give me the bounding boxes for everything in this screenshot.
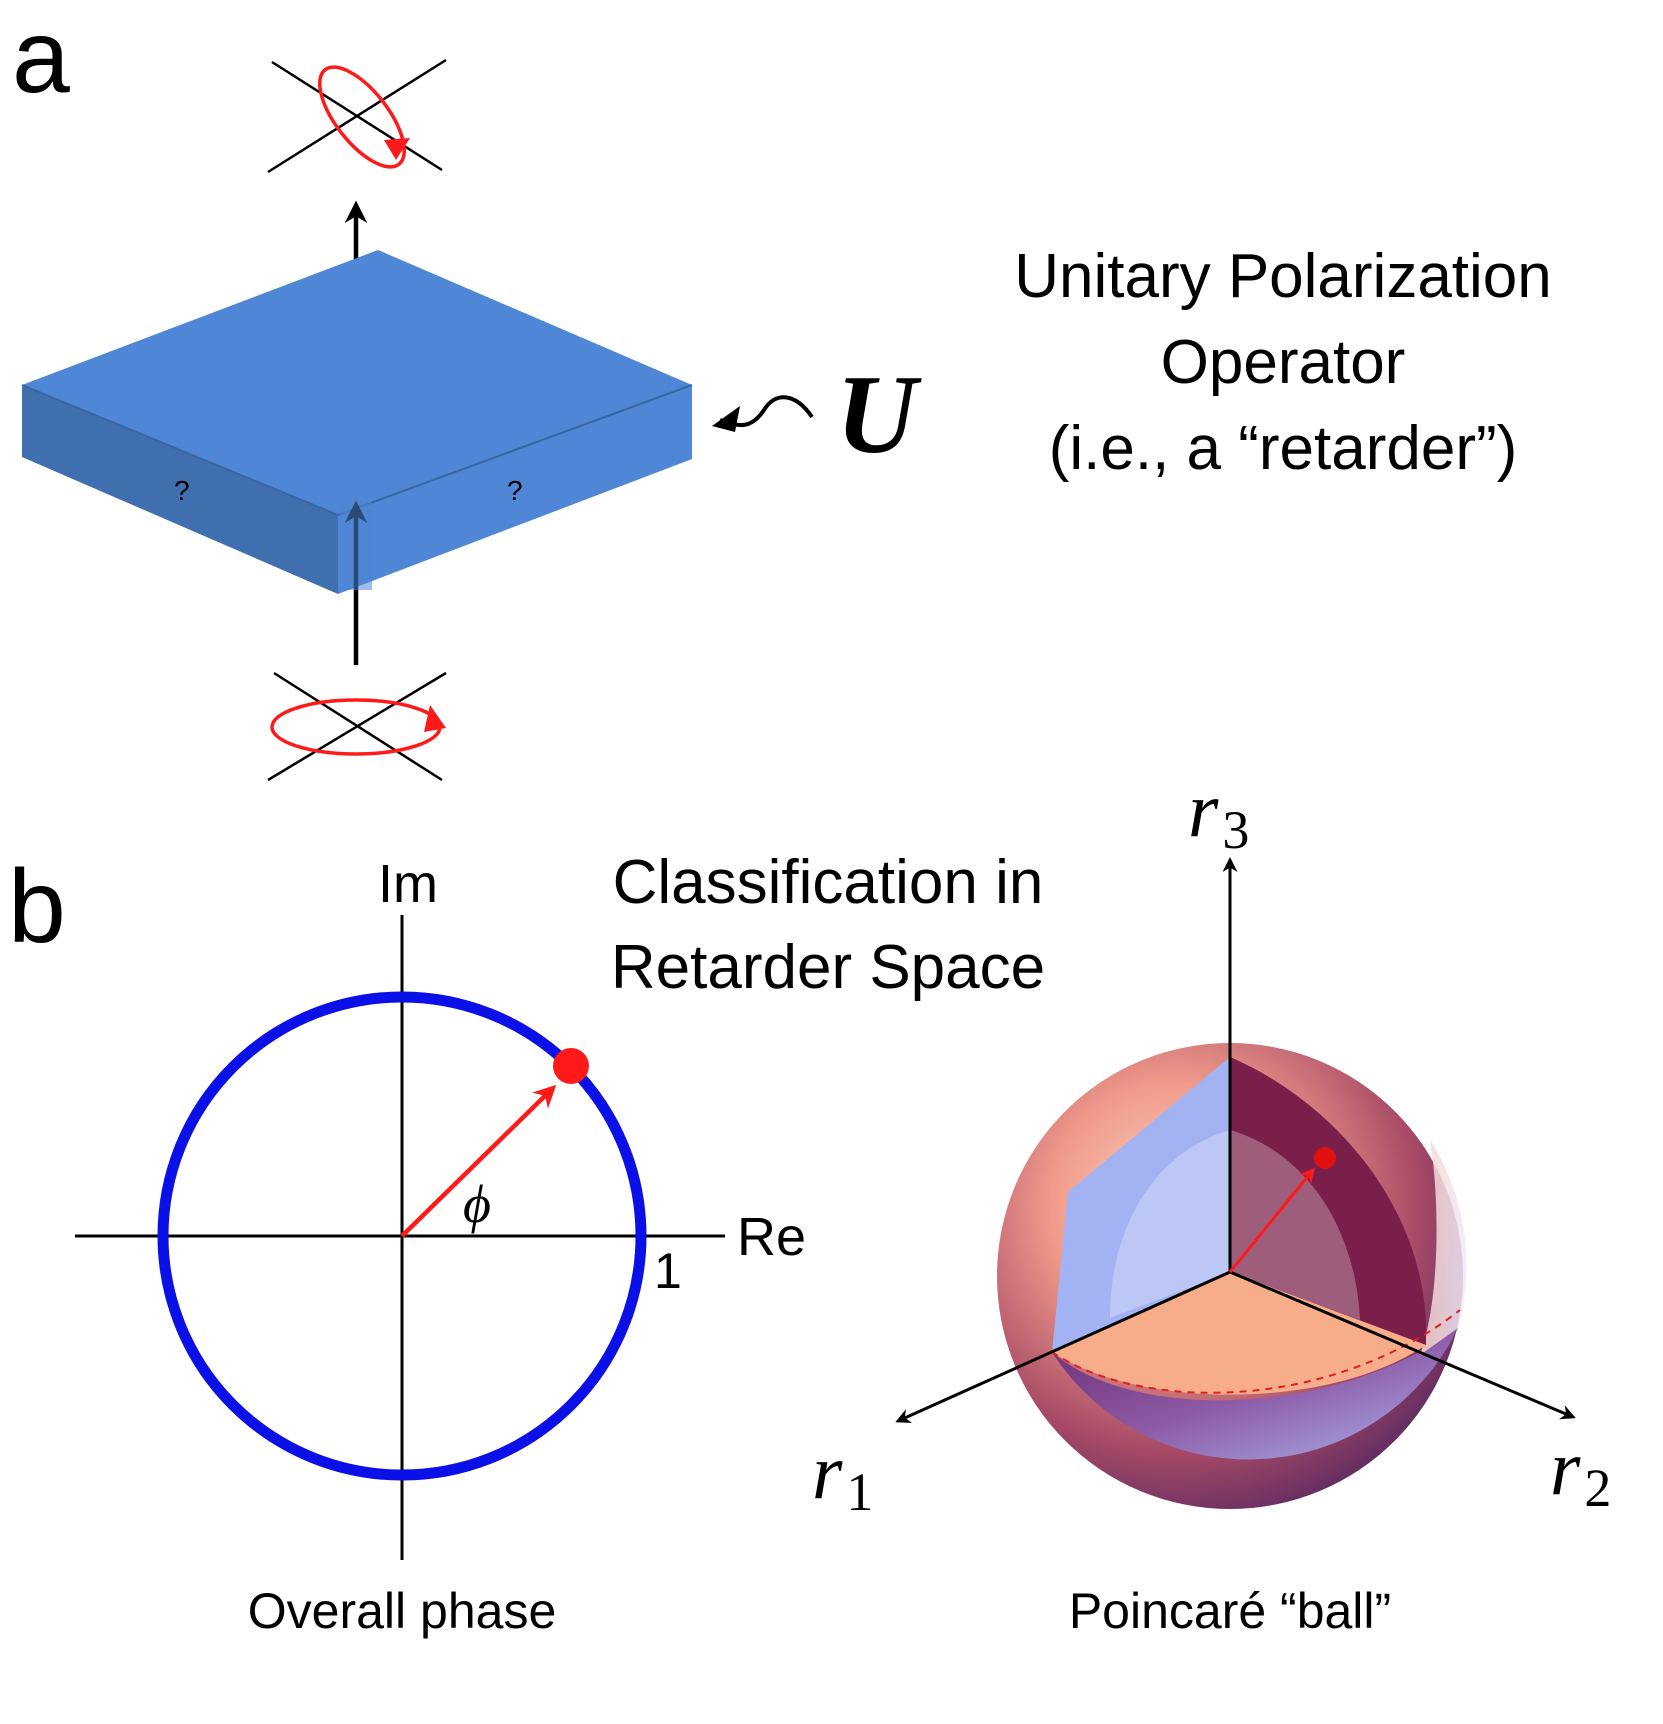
output-polarization-glyph — [267, 58, 447, 174]
retarder-point — [1314, 1147, 1336, 1169]
ball-caption: Poincaré “ball” — [1069, 1583, 1391, 1639]
output-ellipse-arrowhead — [384, 138, 410, 160]
r1-axis — [895, 1270, 1231, 1423]
slab-left-face — [22, 385, 338, 594]
slab-front-edge — [21, 384, 693, 517]
ball-lower-hemisphere — [1052, 1328, 1458, 1460]
ball-cut-left-face — [1052, 1057, 1230, 1352]
slab-overlay-on-beam — [340, 500, 372, 590]
ball-cut-right-face — [1230, 1057, 1426, 1345]
description-line-2: Operator — [1161, 328, 1406, 397]
phase-vector — [400, 1084, 557, 1238]
imaginary-axis-label: Im — [378, 854, 438, 914]
slab-mark-right: ? — [507, 475, 523, 506]
phase-point — [553, 1048, 589, 1084]
output-polarization-ellipse — [318, 65, 406, 169]
unit-circle — [157, 991, 647, 1481]
ball-cut-bottom-face — [1052, 1272, 1426, 1395]
operator-pointer-arrowhead — [712, 406, 740, 432]
slab-right-face — [338, 385, 692, 594]
panel-a-label: a — [12, 0, 70, 115]
input-polarization-glyph — [267, 671, 447, 782]
retarder-vector — [1228, 1167, 1315, 1273]
operator-symbol: U — [836, 353, 922, 477]
input-ellipse-arrowhead — [424, 705, 446, 732]
ball-inner-core — [1110, 1130, 1360, 1320]
retarder-slab: ? ? — [21, 250, 693, 594]
phase-caption: Overall phase — [248, 1583, 557, 1639]
panel-b-label: b — [8, 849, 66, 965]
radius-label: 1 — [654, 1243, 682, 1299]
slab-mark-left: ? — [174, 475, 190, 506]
slab-top-face — [22, 250, 692, 515]
phase-diagram: Im Re 1 ϕ Overall phase — [75, 854, 806, 1639]
angle-label: ϕ — [463, 1174, 491, 1234]
r1-axis-label: r1 — [812, 1428, 873, 1522]
r3-axis-label: r3 — [1188, 766, 1249, 860]
description-line-1: Unitary Polarization — [1014, 242, 1552, 311]
input-cross-line-2 — [267, 671, 447, 782]
ball-right-shell — [1420, 1140, 1467, 1355]
panel-b-title-line-1: Classification in — [613, 848, 1044, 917]
real-axis-label: Re — [737, 1207, 806, 1267]
operator-pointer-arrow — [719, 395, 814, 428]
r2-axis-label: r2 — [1550, 1424, 1611, 1518]
panel-b-title-line-2: Retarder Space — [611, 933, 1045, 1002]
poincare-ball: r3 r1 r2 Poincaré “ball” — [812, 766, 1611, 1639]
description-line-3: (i.e., a “retarder”) — [1049, 414, 1518, 483]
output-cross-line-2 — [267, 58, 447, 174]
r2-axis — [1229, 1270, 1576, 1420]
